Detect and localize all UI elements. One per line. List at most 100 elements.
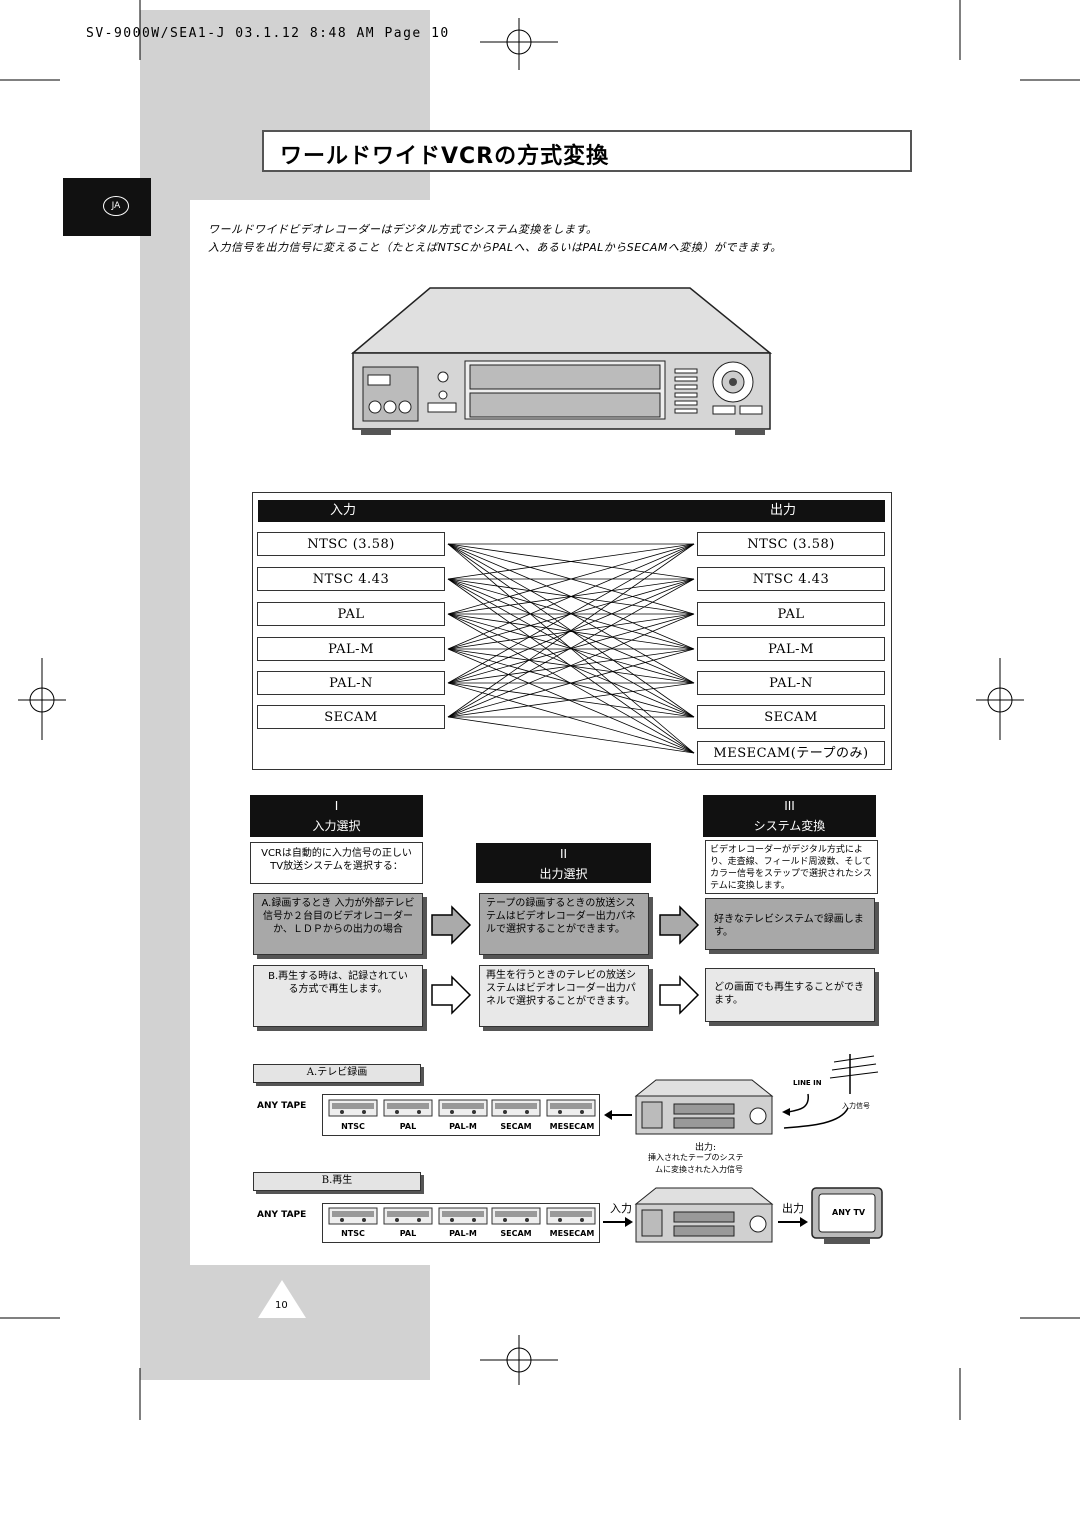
conversion-diagram bbox=[252, 492, 892, 770]
arrow-right-icon bbox=[659, 905, 700, 945]
tape-label: SECAM bbox=[500, 1122, 532, 1131]
tape-label: MESECAM bbox=[549, 1122, 595, 1131]
step2-record-case: テープの録画するときの放送システムはビデオレコーダー出力パネルで選択することがで… bbox=[479, 893, 649, 955]
output-system: PAL-N bbox=[697, 671, 885, 695]
arrow-right-icon bbox=[659, 975, 700, 1015]
step3-title: システム変換 bbox=[753, 819, 826, 833]
cassette-icon bbox=[328, 1207, 378, 1229]
input-label: 入力 bbox=[610, 1202, 632, 1215]
conversion-line bbox=[447, 613, 695, 718]
conversion-line bbox=[447, 543, 695, 684]
tv-icon bbox=[811, 1187, 883, 1244]
tape-label: NTSC bbox=[341, 1229, 365, 1238]
step1-title: 入力選択 bbox=[312, 819, 361, 833]
step2-title: 出力選択 bbox=[539, 867, 588, 881]
step3-description: ビデオレコーダーがデジタル方式により、走査線、フィールド周波数、そしてカラー信号… bbox=[705, 840, 878, 894]
input-header: 入力 bbox=[330, 503, 357, 518]
conversion-line bbox=[447, 648, 695, 754]
cassette-icon bbox=[438, 1099, 488, 1121]
step1-header: I 入力選択 bbox=[250, 795, 423, 837]
conversion-line bbox=[447, 578, 695, 718]
gray-bottom-band bbox=[140, 1265, 430, 1380]
tv-label: ANY TV bbox=[832, 1208, 866, 1217]
tape-row-playback bbox=[322, 1203, 600, 1243]
conversion-line bbox=[447, 648, 695, 718]
output-desc-1: 挿入されたテープのシステ bbox=[648, 1153, 744, 1162]
title-frame bbox=[262, 130, 912, 172]
intro-line-2: 入力信号を出力信号に変えること（たとえばNTSCからPALへ、あるいはPALから… bbox=[208, 241, 782, 254]
page-number-triangle bbox=[258, 1280, 306, 1318]
output-label: 出力 bbox=[782, 1202, 804, 1215]
tape-label: SECAM bbox=[500, 1229, 532, 1238]
input-system: NTSC (3.58) bbox=[257, 532, 445, 556]
print-header: SV-9000W/SEA1-J 03.1.12 8:48 AM Page 10 bbox=[86, 26, 450, 41]
arrow-right-icon bbox=[603, 1217, 633, 1227]
conversion-line bbox=[447, 578, 695, 650]
conversion-lines bbox=[447, 543, 695, 754]
conversion-line bbox=[447, 682, 695, 718]
conversion-line bbox=[447, 543, 695, 650]
arrow-left-icon bbox=[604, 1110, 632, 1120]
arrow-right-icon bbox=[431, 905, 472, 945]
any-tape-label: ANY TAPE bbox=[257, 1210, 307, 1220]
intro-line-1: ワールドワイドビデオレコーダーはデジタル方式でシステム変換をします。 bbox=[208, 223, 598, 236]
page-title: ワールドワイドVCRの方式変換 bbox=[280, 144, 610, 169]
tape-row-recording bbox=[322, 1094, 600, 1136]
conversion-line bbox=[447, 613, 695, 650]
output-label: 出力: bbox=[695, 1143, 717, 1153]
conversion-line bbox=[447, 543, 695, 580]
input-system: PAL-N bbox=[257, 671, 445, 695]
step1-record-case: A.録画するとき 入力が外部テレビ信号か２台目のビデオレコーダーか、ＬＤＰからの… bbox=[253, 893, 423, 955]
page-number: 10 bbox=[275, 1300, 288, 1311]
cassette-icon bbox=[438, 1207, 488, 1229]
conversion-line bbox=[447, 543, 695, 615]
input-system: SECAM bbox=[257, 705, 445, 729]
vcr-illustration bbox=[350, 287, 773, 435]
tape-label: PAL bbox=[399, 1122, 417, 1131]
cassette-icon bbox=[546, 1207, 596, 1229]
step2-header: II 出力選択 bbox=[476, 843, 651, 883]
antenna-icon bbox=[829, 1054, 879, 1094]
output-system: PAL bbox=[697, 602, 885, 626]
input-system: NTSC 4.43 bbox=[257, 567, 445, 591]
tape-label: PAL-M bbox=[449, 1122, 477, 1131]
step3-numeral: III bbox=[784, 799, 795, 813]
language-badge: JA bbox=[103, 196, 129, 216]
cassette-icon bbox=[546, 1099, 596, 1121]
conversion-line bbox=[447, 648, 695, 684]
vcr-small-icon bbox=[634, 1187, 774, 1243]
step1-play-case: B.再生する時は、記録されている方式で再生します。 bbox=[253, 965, 423, 1027]
step3-play-case: どの画面でも再生することができます。 bbox=[705, 968, 875, 1022]
output-system: SECAM bbox=[697, 705, 885, 729]
arrow-right-icon bbox=[431, 975, 472, 1015]
step2-numeral: II bbox=[559, 847, 568, 861]
conversion-line bbox=[447, 578, 695, 684]
playback-label: B.再生 bbox=[253, 1172, 421, 1191]
conversion-line bbox=[447, 613, 695, 754]
input-system: PAL bbox=[257, 602, 445, 626]
step3-header: III システム変換 bbox=[703, 795, 876, 837]
header-bar bbox=[258, 500, 885, 522]
cassette-icon bbox=[383, 1099, 433, 1121]
line-in-label: LINE IN bbox=[793, 1079, 822, 1087]
step2-play-case: 再生を行うときのテレビの放送システムはビデオレコーダー出力パネルで選択することが… bbox=[479, 965, 649, 1027]
input-system: PAL-M bbox=[257, 637, 445, 661]
conversion-line bbox=[447, 716, 695, 754]
output-system: NTSC (3.58) bbox=[697, 532, 885, 556]
signal-arrow-icon bbox=[782, 1093, 849, 1129]
output-system: NTSC 4.43 bbox=[697, 567, 885, 591]
step3-record-case: 好きなテレビシステムで録画します。 bbox=[705, 898, 875, 950]
recording-label: A.テレビ録画 bbox=[253, 1064, 421, 1083]
output-system: PAL-M bbox=[697, 637, 885, 661]
tape-label: MESECAM bbox=[549, 1229, 595, 1238]
step1-description: VCRは自動的に入力信号の正しいTV放送システムを選択する： bbox=[250, 842, 423, 884]
conversion-line bbox=[447, 682, 695, 754]
cassette-icon bbox=[491, 1099, 541, 1121]
cassette-icon bbox=[328, 1099, 378, 1121]
tape-label: PAL-M bbox=[449, 1229, 477, 1238]
conversion-line bbox=[447, 543, 695, 718]
any-tape-label: ANY TAPE bbox=[257, 1101, 307, 1111]
tape-label: NTSC bbox=[341, 1122, 365, 1131]
input-signal-label: 入力信号 bbox=[842, 1102, 870, 1110]
